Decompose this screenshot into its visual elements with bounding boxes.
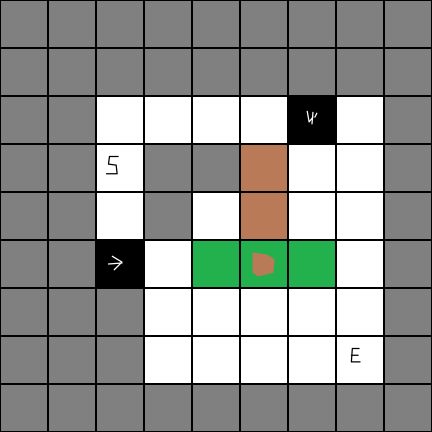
cell-wall [48, 0, 96, 48]
cell-wall [0, 96, 48, 144]
start-s-icon [105, 155, 119, 175]
cell-wall [96, 336, 144, 384]
cell-floor[interactable] [240, 96, 288, 144]
cell-wall [336, 48, 384, 96]
cell-wall [144, 0, 192, 48]
cell-wall [192, 0, 240, 48]
cell-wall [384, 336, 432, 384]
cell-wall [0, 336, 48, 384]
cell-green[interactable] [288, 240, 336, 288]
cell-wall [384, 288, 432, 336]
cell-floor[interactable] [144, 240, 192, 288]
cell-wall [0, 144, 48, 192]
cell-wall [0, 48, 48, 96]
end-e-icon [350, 347, 361, 363]
cell-floor[interactable] [288, 288, 336, 336]
cell-floor[interactable] [144, 96, 192, 144]
cell-wall [384, 96, 432, 144]
cell-floor[interactable] [96, 192, 144, 240]
cell-wall [384, 0, 432, 48]
cell-floor[interactable] [240, 336, 288, 384]
cell-wall [0, 240, 48, 288]
cell-brown[interactable] [240, 144, 288, 192]
cell-green[interactable] [240, 240, 288, 288]
cell-dark[interactable] [288, 96, 336, 144]
cell-floor[interactable] [192, 96, 240, 144]
cell-wall [48, 144, 96, 192]
cell-floor[interactable] [336, 288, 384, 336]
cell-wall [192, 48, 240, 96]
cell-wall [336, 0, 384, 48]
cell-wall [0, 192, 48, 240]
cell-wall [48, 240, 96, 288]
cell-wall [288, 0, 336, 48]
cell-wall [192, 144, 240, 192]
cell-wall [48, 336, 96, 384]
cell-wall [384, 48, 432, 96]
cell-floor[interactable] [192, 288, 240, 336]
cell-floor[interactable] [192, 336, 240, 384]
cell-wall [192, 384, 240, 432]
cell-wall [96, 48, 144, 96]
cell-floor[interactable] [288, 336, 336, 384]
cell-floor[interactable] [336, 96, 384, 144]
cell-wall [144, 48, 192, 96]
cell-floor[interactable] [144, 336, 192, 384]
cell-wall [48, 288, 96, 336]
cell-wall [336, 384, 384, 432]
cell-wall [288, 384, 336, 432]
brown-blob-icon [252, 252, 275, 277]
cell-wall [48, 384, 96, 432]
cell-wall [96, 0, 144, 48]
cell-wall [384, 240, 432, 288]
cell-wall [48, 48, 96, 96]
cell-wall [0, 384, 48, 432]
cell-dark[interactable] [96, 240, 144, 288]
cell-wall [288, 48, 336, 96]
cell-wall [144, 144, 192, 192]
cell-wall [0, 288, 48, 336]
cell-wall [0, 0, 48, 48]
cell-floor[interactable] [96, 144, 144, 192]
arrow-down-icon [306, 110, 318, 125]
cell-wall [240, 384, 288, 432]
cell-floor[interactable] [336, 240, 384, 288]
cell-wall [144, 192, 192, 240]
cell-wall [48, 192, 96, 240]
cell-wall [384, 384, 432, 432]
cell-wall [144, 384, 192, 432]
cell-floor[interactable] [336, 336, 384, 384]
cell-wall [240, 48, 288, 96]
cell-floor[interactable] [336, 144, 384, 192]
cell-wall [96, 384, 144, 432]
cell-floor[interactable] [288, 192, 336, 240]
cell-wall [384, 144, 432, 192]
cell-brown[interactable] [240, 192, 288, 240]
cell-floor[interactable] [288, 144, 336, 192]
cell-floor[interactable] [144, 288, 192, 336]
cell-floor[interactable] [240, 288, 288, 336]
cell-green[interactable] [192, 240, 240, 288]
cell-wall [240, 0, 288, 48]
cell-floor[interactable] [336, 192, 384, 240]
cell-wall [384, 192, 432, 240]
cell-wall [96, 288, 144, 336]
cell-floor[interactable] [96, 96, 144, 144]
cell-floor[interactable] [192, 192, 240, 240]
arrow-right-icon [107, 255, 123, 271]
cell-wall [48, 96, 96, 144]
